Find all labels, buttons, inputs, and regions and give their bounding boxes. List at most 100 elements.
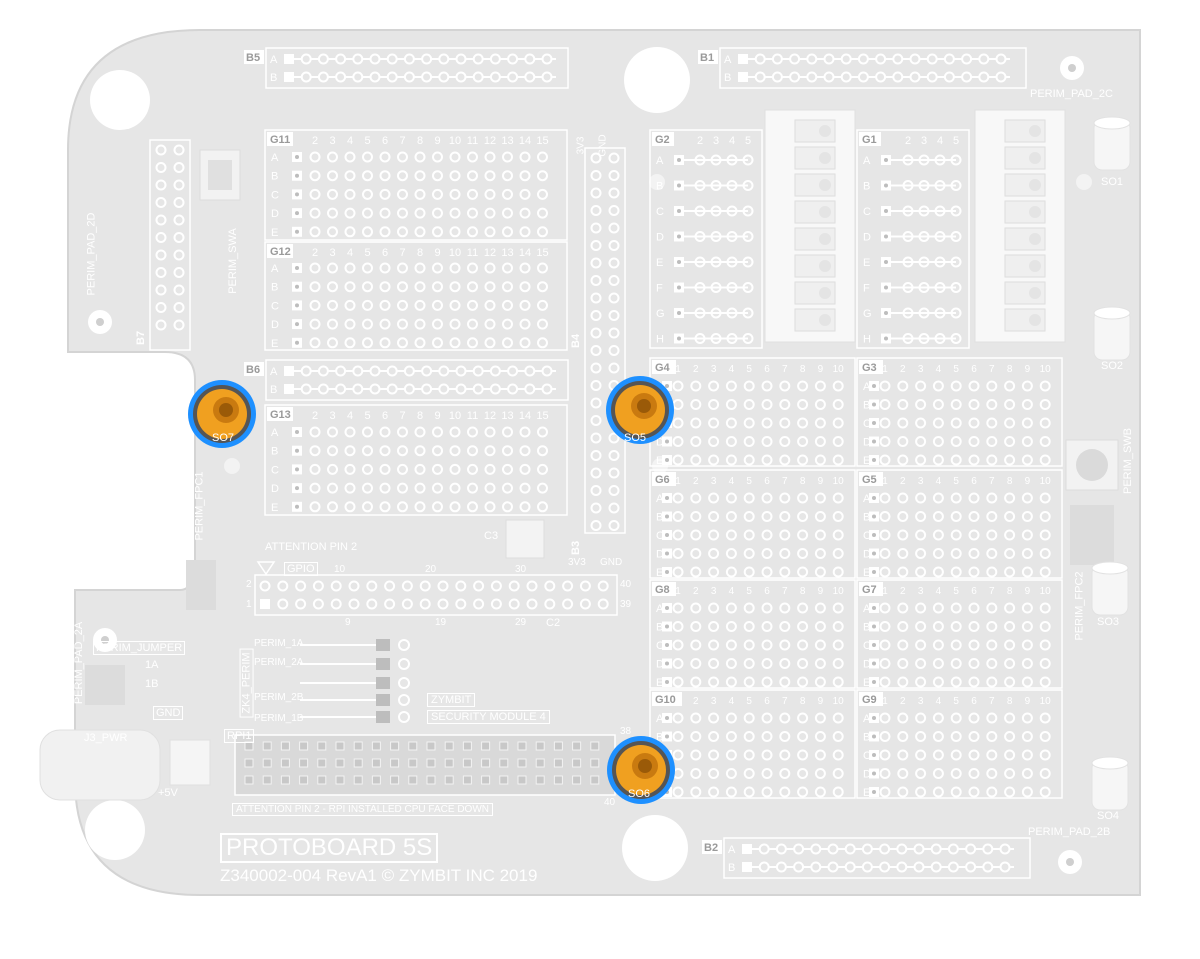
grid-col-number: 12 — [484, 410, 496, 422]
hole-pad — [947, 861, 959, 873]
grid-label: G2 — [655, 134, 670, 146]
hole-pad — [312, 580, 324, 592]
header-pin — [444, 758, 454, 768]
grid-col-number: 1 — [882, 364, 888, 375]
header-pin — [353, 775, 363, 785]
grid-col-number: 9 — [1025, 364, 1031, 375]
hole-pad — [932, 639, 944, 651]
hole-pad — [761, 602, 773, 614]
hole-pad — [832, 436, 844, 447]
hole-pad — [968, 602, 980, 614]
components — [39, 109, 1131, 811]
grid-col-number: 6 — [382, 410, 388, 422]
perim-pad-2a-label: PERIM_PAD_2A — [73, 621, 86, 705]
hole-pad — [1039, 749, 1051, 761]
grid-col-number: 3 — [711, 364, 717, 375]
hole-pad — [173, 197, 185, 208]
hole-pad — [401, 580, 413, 592]
hole-pad — [432, 337, 443, 349]
hole-pad — [590, 502, 602, 514]
header-pin — [262, 741, 272, 751]
hole-pad — [708, 712, 720, 724]
hole-pad — [1004, 436, 1016, 447]
hole-pad — [155, 197, 167, 208]
grid-row-letter: C — [271, 464, 279, 476]
hole-pad — [524, 53, 536, 65]
gpio-label: GPIO — [284, 562, 318, 576]
hole-pad — [950, 786, 962, 798]
pad-hole — [295, 229, 299, 234]
pad-hole — [665, 680, 669, 684]
hole-pad — [913, 861, 925, 873]
hole-pad — [1039, 786, 1051, 798]
hole-pad — [672, 417, 684, 429]
grid-col-number: 10 — [833, 696, 845, 707]
hole-pad — [915, 786, 927, 798]
hole-pad — [397, 337, 408, 349]
header-pin — [462, 758, 472, 768]
hole-pad — [537, 482, 548, 494]
pad-hole — [295, 303, 299, 308]
hole-pad — [590, 292, 602, 304]
grid-label: G9 — [862, 694, 877, 706]
header-pin — [462, 741, 472, 751]
pad-hole — [872, 753, 876, 757]
hole-pad — [379, 463, 391, 475]
hole-pad — [362, 226, 373, 238]
perim-swa-label: PERIM_SWA — [226, 228, 239, 294]
hole-pad — [562, 580, 574, 592]
hole-pad — [484, 170, 496, 182]
rpi-header — [234, 734, 616, 796]
hole-pad — [915, 676, 927, 688]
hole-pad — [779, 566, 791, 578]
hole-pad — [879, 861, 891, 873]
header-pin — [499, 775, 509, 785]
hole-pad — [537, 337, 548, 349]
grid-row-letter: E — [656, 567, 663, 579]
header-pin — [481, 775, 491, 785]
hole-pad — [344, 281, 356, 293]
grid-col-number: 5 — [953, 135, 959, 147]
square-pad — [742, 862, 752, 872]
grid-border — [649, 469, 856, 579]
pad-hole — [884, 234, 888, 239]
hole-pad — [397, 501, 408, 513]
grid-row-letter: B — [863, 181, 870, 193]
hole-pad — [708, 399, 720, 410]
bus-label: B7 — [135, 331, 147, 345]
hole-pad — [761, 548, 773, 559]
hole-pad — [1004, 602, 1016, 614]
grid-col-number: 9 — [818, 364, 824, 375]
square-pad — [284, 384, 294, 394]
hole-pad — [1039, 658, 1051, 669]
grid-col-number: 7 — [782, 586, 788, 597]
grid-row-letter: B — [863, 512, 870, 524]
rail-3v3-label: 3V3 — [568, 557, 586, 568]
hole-pad — [915, 602, 927, 614]
hole-pad — [398, 658, 410, 670]
hole-pad — [915, 731, 927, 742]
hole-pad — [797, 436, 809, 447]
grid-label-box — [652, 132, 674, 146]
bus-label-box — [244, 362, 264, 376]
hole-pad — [814, 731, 826, 742]
hole-pad — [892, 71, 904, 83]
hole-pad — [879, 786, 891, 798]
hole-pad — [950, 454, 962, 466]
hole-pad — [327, 281, 338, 293]
hole-pad — [344, 463, 356, 475]
hole-pad — [879, 454, 891, 466]
grid-row-letter: A — [863, 493, 871, 505]
hole-pad — [779, 768, 791, 779]
hole-pad — [926, 71, 938, 83]
standoff-cap — [1091, 561, 1129, 575]
hole-pad — [330, 598, 342, 610]
hole-pad — [978, 71, 990, 83]
hole-pad — [608, 327, 620, 339]
hole-pad — [590, 467, 602, 479]
hole-pad — [335, 71, 347, 83]
grid-row-letter: C — [863, 750, 871, 762]
hole-pad — [932, 548, 944, 559]
bus-row-letter: B — [270, 384, 277, 396]
hole-pad — [690, 768, 702, 779]
